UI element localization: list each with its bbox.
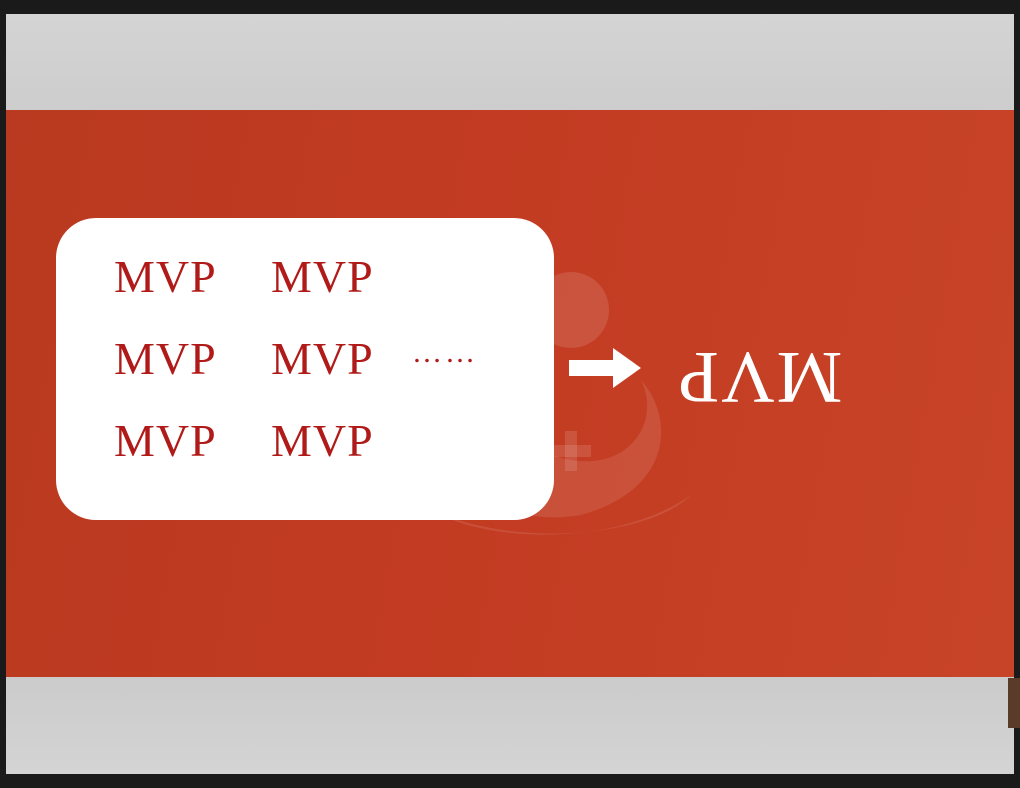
- mvp-card: MVP MVP MVP MVP MVP MVP ……: [56, 218, 554, 520]
- mvp-label: MVP: [271, 415, 374, 466]
- flipped-mvp-label: MVP: [676, 336, 843, 418]
- ellipsis: ……: [412, 336, 478, 369]
- slide: MVP MVP MVP MVP MVP MVP …… MVP: [6, 110, 1014, 677]
- arrow-right-icon: [569, 348, 641, 388]
- edge-mark: [1008, 678, 1020, 728]
- mvp-label: MVP: [114, 415, 217, 466]
- letterbox-bottom: [6, 677, 1014, 774]
- letterbox-top: [6, 14, 1014, 110]
- mvp-label: MVP: [114, 333, 217, 384]
- mvp-label: MVP: [271, 251, 374, 302]
- mvp-label: MVP: [114, 251, 217, 302]
- video-frame: MVP MVP MVP MVP MVP MVP …… MVP: [6, 14, 1014, 774]
- mvp-label: MVP: [271, 333, 374, 384]
